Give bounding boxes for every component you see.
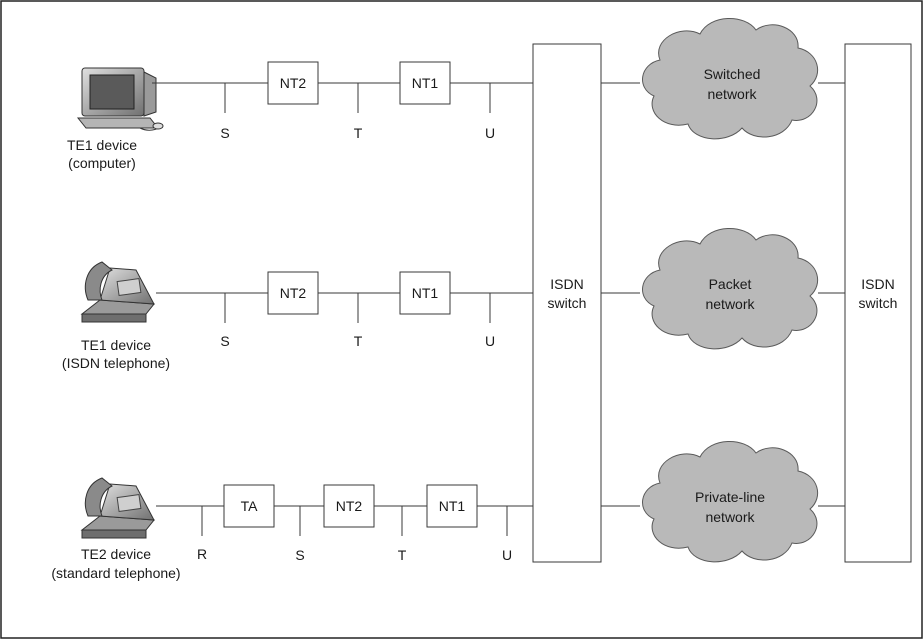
cloud-label-line2: network (705, 296, 755, 312)
nt2-label: NT2 (280, 75, 307, 91)
ref-point-s: S (220, 333, 229, 349)
telephone-icon (82, 478, 154, 538)
switch-label-line1: ISDN (550, 276, 583, 292)
ref-point-t: T (398, 547, 407, 563)
cloud-label-line1: Packet (709, 276, 752, 292)
cloud-label-line2: network (707, 86, 757, 102)
cloud-private-line-network: Private-line network (643, 441, 818, 561)
cloud-label-line2: network (705, 509, 755, 525)
ta-label: TA (241, 498, 259, 514)
cloud-switched-network: Switched network (643, 18, 818, 138)
nt1-label: NT1 (412, 75, 439, 91)
ref-point-u: U (485, 333, 495, 349)
cloud-packet-network: Packet network (643, 228, 818, 348)
nt2-label: NT2 (336, 498, 363, 514)
ref-point-s: S (295, 547, 304, 563)
device-label: TE1 device (67, 137, 137, 153)
isdn-switch-right: ISDN switch (845, 44, 911, 562)
row-standard-telephone: TA NT2 NT1 R S T U TE2 device (standard … (51, 478, 533, 581)
isdn-switch-left: ISDN switch (533, 44, 601, 562)
device-sublabel: (standard telephone) (51, 565, 180, 581)
switch-label-line1: ISDN (861, 276, 894, 292)
ref-point-u: U (502, 547, 512, 563)
nt1-label: NT1 (412, 285, 439, 301)
device-label: TE1 device (81, 337, 151, 353)
nt2-label: NT2 (280, 285, 307, 301)
device-sublabel: (ISDN telephone) (62, 355, 170, 371)
switch-label-line2: switch (548, 295, 587, 311)
switch-label-line2: switch (859, 295, 898, 311)
cloud-label-line1: Private-line (695, 489, 765, 505)
device-sublabel: (computer) (68, 155, 136, 171)
nt1-label: NT1 (439, 498, 466, 514)
ref-point-s: S (220, 125, 229, 141)
computer-icon (78, 68, 163, 130)
row-isdn-telephone: NT2 NT1 S T U TE1 device (ISDN telephone… (62, 262, 533, 371)
telephone-icon (82, 262, 154, 322)
cloud-label-line1: Switched (704, 66, 761, 82)
row-computer: NT2 NT1 S T U TE1 device (computer) (67, 62, 533, 171)
ref-point-u: U (485, 125, 495, 141)
ref-point-t: T (354, 125, 363, 141)
ref-point-r: R (197, 546, 207, 562)
device-label: TE2 device (81, 546, 151, 562)
ref-point-t: T (354, 333, 363, 349)
